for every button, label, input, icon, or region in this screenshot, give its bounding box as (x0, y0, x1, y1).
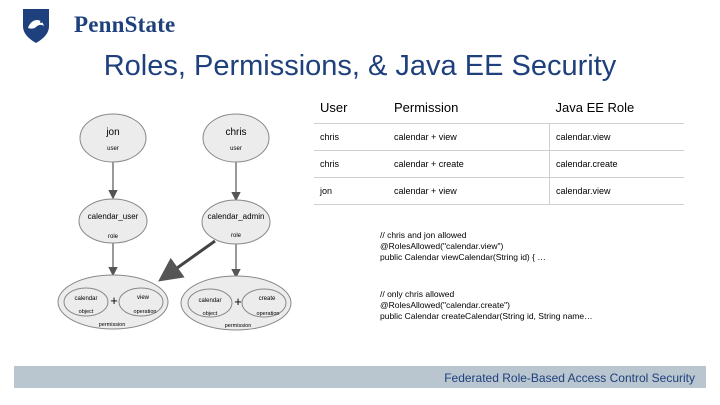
permission-node-view: calendar object view operation + permiss… (57, 274, 169, 330)
permission-operation-label: operation (134, 309, 157, 315)
cell-permission: calendar + view (388, 123, 550, 151)
page-title: Roles, Permissions, & Java EE Security (103, 50, 617, 82)
permission-operation: view (137, 295, 150, 301)
role-name: calendar_admin (208, 212, 265, 221)
table-row: chris calendar + create calendar.create (314, 150, 684, 178)
cell-java-ee-role: calendar.create (549, 150, 684, 178)
permission-operation-label: operation (257, 311, 280, 317)
role-node-calendar-admin: calendar_admin role (201, 199, 271, 245)
cell-user: jon (314, 177, 388, 205)
user-node-jon: jon user (79, 113, 147, 163)
role-label: role (108, 234, 119, 240)
user-name: chris (225, 127, 246, 138)
table-row: jon calendar + view calendar.view (314, 177, 684, 205)
permission-label: permission (225, 323, 252, 329)
permission-object-label: object (79, 309, 94, 315)
column-header: User (320, 100, 348, 115)
plus-sign: + (110, 293, 118, 308)
column-header: Permission (394, 100, 459, 115)
footer-text: Federated Role-Based Access Control Secu… (444, 371, 695, 385)
permission-object: calendar (198, 298, 221, 304)
code-snippet-create: // only chris allowed @RolesAllowed("cal… (380, 289, 593, 321)
permission-node-create: calendar object create operation + permi… (180, 275, 292, 331)
table-row: chris calendar + view calendar.view (314, 123, 684, 151)
cell-java-ee-role: calendar.view (549, 177, 684, 205)
cell-permission: calendar + view (388, 177, 550, 205)
table-header-row: User Permission Java EE Role (314, 92, 684, 124)
user-label: user (230, 146, 242, 152)
cell-user: chris (314, 150, 388, 178)
plus-sign: + (234, 294, 242, 309)
cell-user: chris (314, 123, 388, 151)
edge-calendar-admin-to-permission-view (158, 239, 216, 282)
footer-bar (14, 366, 706, 388)
cell-permission: calendar + create (388, 150, 550, 178)
shield-icon (23, 9, 49, 43)
permission-object: calendar (74, 296, 97, 302)
column-header: Java EE Role (555, 100, 635, 115)
role-name: calendar_user (88, 212, 139, 221)
pennstate-logo: PennState (22, 4, 182, 50)
permission-label: permission (99, 322, 126, 328)
user-node-chris: chris user (202, 113, 270, 163)
permission-operation: create (259, 296, 276, 302)
user-label: user (107, 146, 119, 152)
code-snippet-view: // chris and jon allowed @RolesAllowed("… (380, 230, 546, 262)
user-name: jon (105, 127, 119, 138)
permission-object-label: object (203, 311, 218, 317)
roles-permissions-table: User Permission Java EE Role chris calen… (314, 92, 684, 205)
role-label: role (231, 233, 242, 239)
role-node-calendar-user: calendar_user role (78, 198, 148, 244)
logo-text: PennState (74, 12, 176, 37)
cell-java-ee-role: calendar.view (549, 123, 684, 151)
